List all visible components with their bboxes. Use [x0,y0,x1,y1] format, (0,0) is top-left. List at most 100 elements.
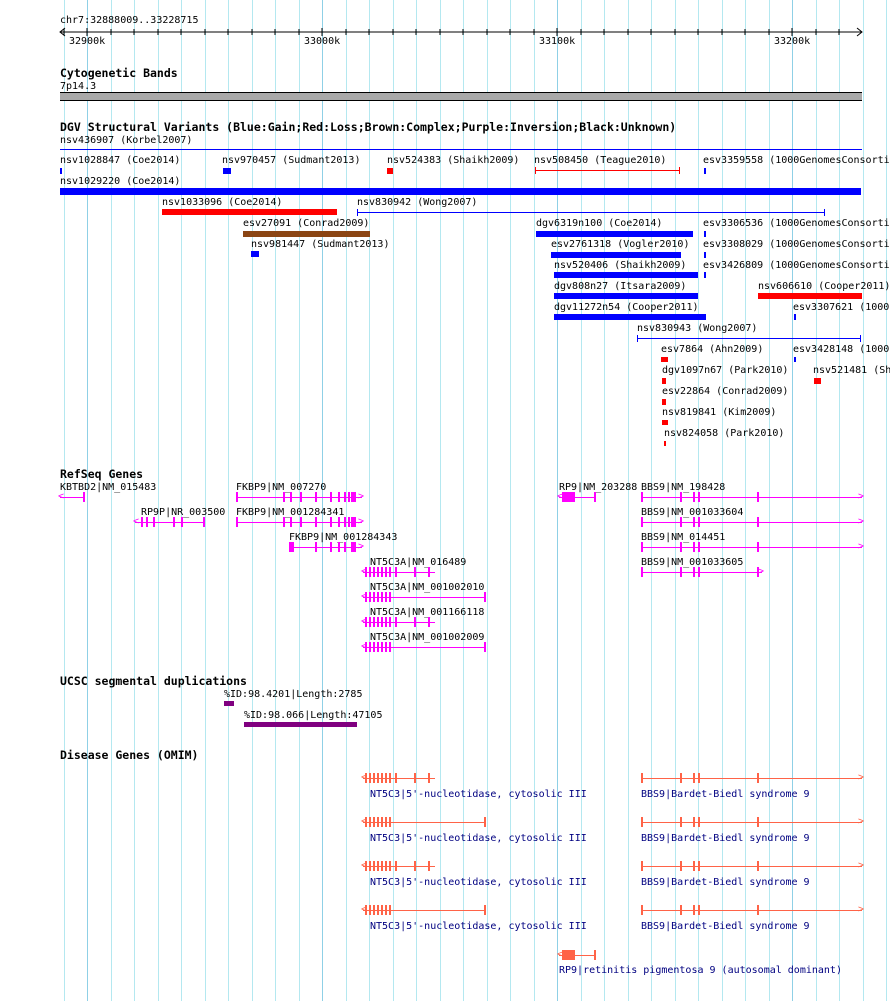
exon[interactable] [698,567,700,577]
exon[interactable] [641,517,643,527]
exon[interactable] [428,567,430,577]
feature-label[interactable]: nsv1029220 (Coe2014) [60,176,181,187]
feature-label[interactable]: nsv830943 (Wong2007) [637,323,758,334]
feature-label[interactable]: dgv11272n54 (Cooper2011) [554,302,699,313]
exon[interactable] [389,617,391,627]
feature-label[interactable]: nsv524383 (Shaikh2009) [387,155,520,166]
exon[interactable] [757,542,759,552]
exon[interactable] [283,517,285,527]
exon[interactable] [757,861,759,871]
feature-label[interactable]: NT5C3A|NM_001002009 [370,632,485,643]
exon[interactable] [680,861,682,871]
exon[interactable] [338,517,340,527]
exon[interactable] [594,492,596,502]
feature-label[interactable]: esv3307621 (1000 [793,302,890,313]
exon[interactable] [373,617,375,627]
feature-bar[interactable] [662,420,668,425]
feature-label[interactable]: esv3308029 (1000GenomesConsortium [703,239,890,250]
feature-label[interactable]: nsv819841 (Kim2009) [662,407,777,418]
exon[interactable] [385,905,387,915]
feature-bar[interactable] [704,231,706,237]
feature-label[interactable]: NT5C3A|NM_016489 [370,557,467,568]
feature-span[interactable] [641,497,862,498]
exon[interactable] [365,861,367,871]
exon[interactable] [283,492,285,502]
exon[interactable] [428,617,430,627]
exon[interactable] [389,817,391,827]
feature-bar[interactable] [554,314,706,320]
exon[interactable] [369,905,371,915]
exon[interactable] [351,517,356,527]
feature-label[interactable]: esv7864 (Ahn2009) [661,344,764,355]
feature-span[interactable] [535,170,680,171]
feature-bar[interactable] [662,399,666,405]
exon[interactable] [373,642,375,652]
feature-label[interactable]: nsv830942 (Wong2007) [357,197,478,208]
exon[interactable] [381,567,383,577]
feature-label[interactable]: nsv970457 (Sudmant2013) [222,155,361,166]
feature-bar[interactable] [387,168,393,174]
exon[interactable] [369,773,371,783]
exon[interactable] [338,492,340,502]
exon[interactable] [389,861,391,871]
feature-bar[interactable] [244,722,357,727]
feature-span[interactable] [236,497,362,498]
feature-label[interactable]: nsv981447 (Sudmant2013) [251,239,390,250]
feature-bar[interactable] [661,357,668,362]
exon[interactable] [330,517,332,527]
feature-span[interactable] [60,149,862,150]
exon[interactable] [698,817,700,827]
exon[interactable] [153,517,155,527]
exon[interactable] [484,817,486,827]
exon[interactable] [181,517,183,527]
exon[interactable] [698,492,700,502]
exon[interactable] [351,542,356,552]
exon[interactable] [641,861,643,871]
exon[interactable] [389,567,391,577]
exon[interactable] [377,773,379,783]
feature-bar[interactable] [662,378,666,384]
exon[interactable] [351,492,356,502]
exon[interactable] [365,773,367,783]
feature-label[interactable]: dgv1097n67 (Park2010) [662,365,789,376]
exon[interactable] [377,905,379,915]
exon[interactable] [373,567,375,577]
feature-span[interactable] [641,778,862,779]
exon[interactable] [395,773,397,783]
exon[interactable] [680,817,682,827]
feature-label[interactable]: RP9|NM_203288 [559,482,638,493]
exon[interactable] [641,492,643,502]
feature-label[interactable]: BBS9|Bardet-Biedl syndrome 9 [641,921,810,932]
exon[interactable] [693,542,695,552]
exon[interactable] [146,517,148,527]
exon[interactable] [369,817,371,827]
exon[interactable] [365,567,367,577]
exon[interactable] [315,517,317,527]
exon[interactable] [389,773,391,783]
feature-bar[interactable] [554,293,698,299]
exon[interactable] [594,950,596,960]
exon[interactable] [757,517,759,527]
exon[interactable] [641,542,643,552]
feature-span[interactable] [363,910,486,911]
exon[interactable] [369,642,371,652]
exon[interactable] [389,905,391,915]
exon[interactable] [641,817,643,827]
exon[interactable] [414,617,416,627]
exon[interactable] [236,492,238,502]
feature-label[interactable]: nsv520406 (Shaikh2009) [554,260,687,271]
exon[interactable] [377,617,379,627]
exon[interactable] [173,517,175,527]
exon[interactable] [365,592,367,602]
feature-label[interactable]: RP9|retinitis pigmentosa 9 (autosomal do… [559,965,842,976]
feature-span[interactable] [289,547,362,548]
feature-bar[interactable] [60,188,861,195]
feature-span[interactable] [363,647,486,648]
exon[interactable] [484,642,486,652]
exon[interactable] [385,567,387,577]
exon[interactable] [373,905,375,915]
feature-bar[interactable] [224,701,234,706]
feature-label[interactable]: BBS9|Bardet-Biedl syndrome 9 [641,789,810,800]
feature-label[interactable]: BBS9|NM_001033604 [641,507,744,518]
exon[interactable] [348,517,350,527]
